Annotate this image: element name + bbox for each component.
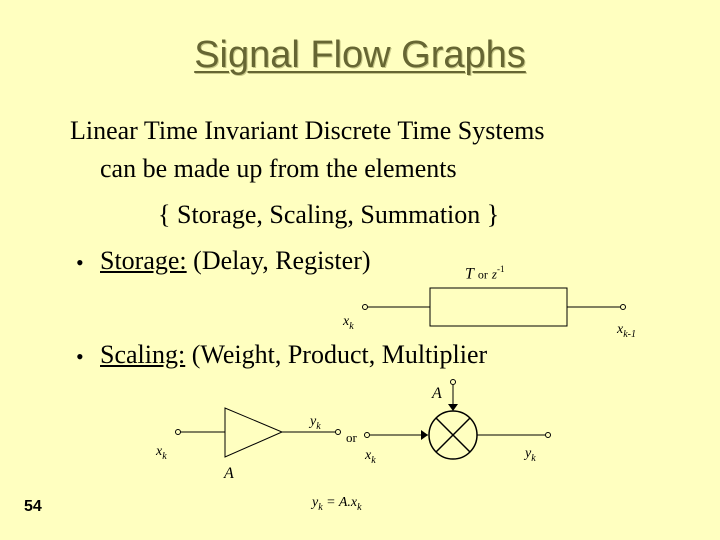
multiplier-gain-label: A xyxy=(432,385,442,402)
multiplier-gain-arrow-icon xyxy=(448,404,458,411)
storage-delay-diagram xyxy=(362,287,626,327)
storage-T: T xyxy=(465,265,474,283)
mult-output-label: yk xyxy=(525,446,536,464)
scaling-line: Scaling: (Weight, Product, Multiplier xyxy=(100,340,487,370)
intro-line-1: Linear Time Invariant Discrete Time Syst… xyxy=(70,116,545,145)
storage-z-exp: -1 xyxy=(496,264,505,274)
page-number: 54 xyxy=(24,498,42,515)
storage-input-node xyxy=(362,304,368,310)
multiplier-output-node xyxy=(545,432,551,438)
storage-line: Storage: (Delay, Register) xyxy=(100,246,371,276)
storage-term: Storage: xyxy=(100,246,187,275)
storage-z: z xyxy=(491,266,497,282)
amp-output-node xyxy=(335,429,341,435)
intro-line-2: can be made up from the elements xyxy=(100,154,457,183)
storage-output-label: xk-1 xyxy=(617,322,636,340)
storage-delay-block xyxy=(429,287,568,327)
scaling-bullet: • xyxy=(76,344,84,369)
storage-detail: (Delay, Register) xyxy=(193,246,371,275)
intro-line-3: { Storage, Scaling, Summation } xyxy=(158,200,500,229)
multiplier-diagram xyxy=(364,379,551,460)
storage-input-label: xk xyxy=(343,314,354,332)
multiplier-input-arrow-icon xyxy=(421,430,428,440)
amplifier-diagram xyxy=(175,407,341,458)
multiplier-gain-node xyxy=(450,379,456,385)
mult-input-label: xk xyxy=(365,448,376,466)
storage-bullet: • xyxy=(76,250,84,275)
amp-gain-label: A xyxy=(224,465,234,482)
scaling-term: Scaling: xyxy=(100,340,186,369)
multiplier-input-node xyxy=(364,432,370,438)
amplifier-triangle-icon xyxy=(224,407,284,458)
amp-input-label: xk xyxy=(156,444,167,462)
or-text: or xyxy=(346,430,357,445)
scaling-detail: (Weight, Product, Multiplier xyxy=(191,340,488,369)
storage-or: or xyxy=(477,267,488,282)
storage-block-label: T or z-1 xyxy=(465,264,504,283)
slide-title: Signal Flow Graphs xyxy=(194,34,526,76)
amp-output-label: yk xyxy=(310,414,321,432)
amp-input-node xyxy=(175,429,181,435)
storage-output-node xyxy=(620,304,626,310)
scaling-equation: yk = A.xk xyxy=(312,495,362,513)
